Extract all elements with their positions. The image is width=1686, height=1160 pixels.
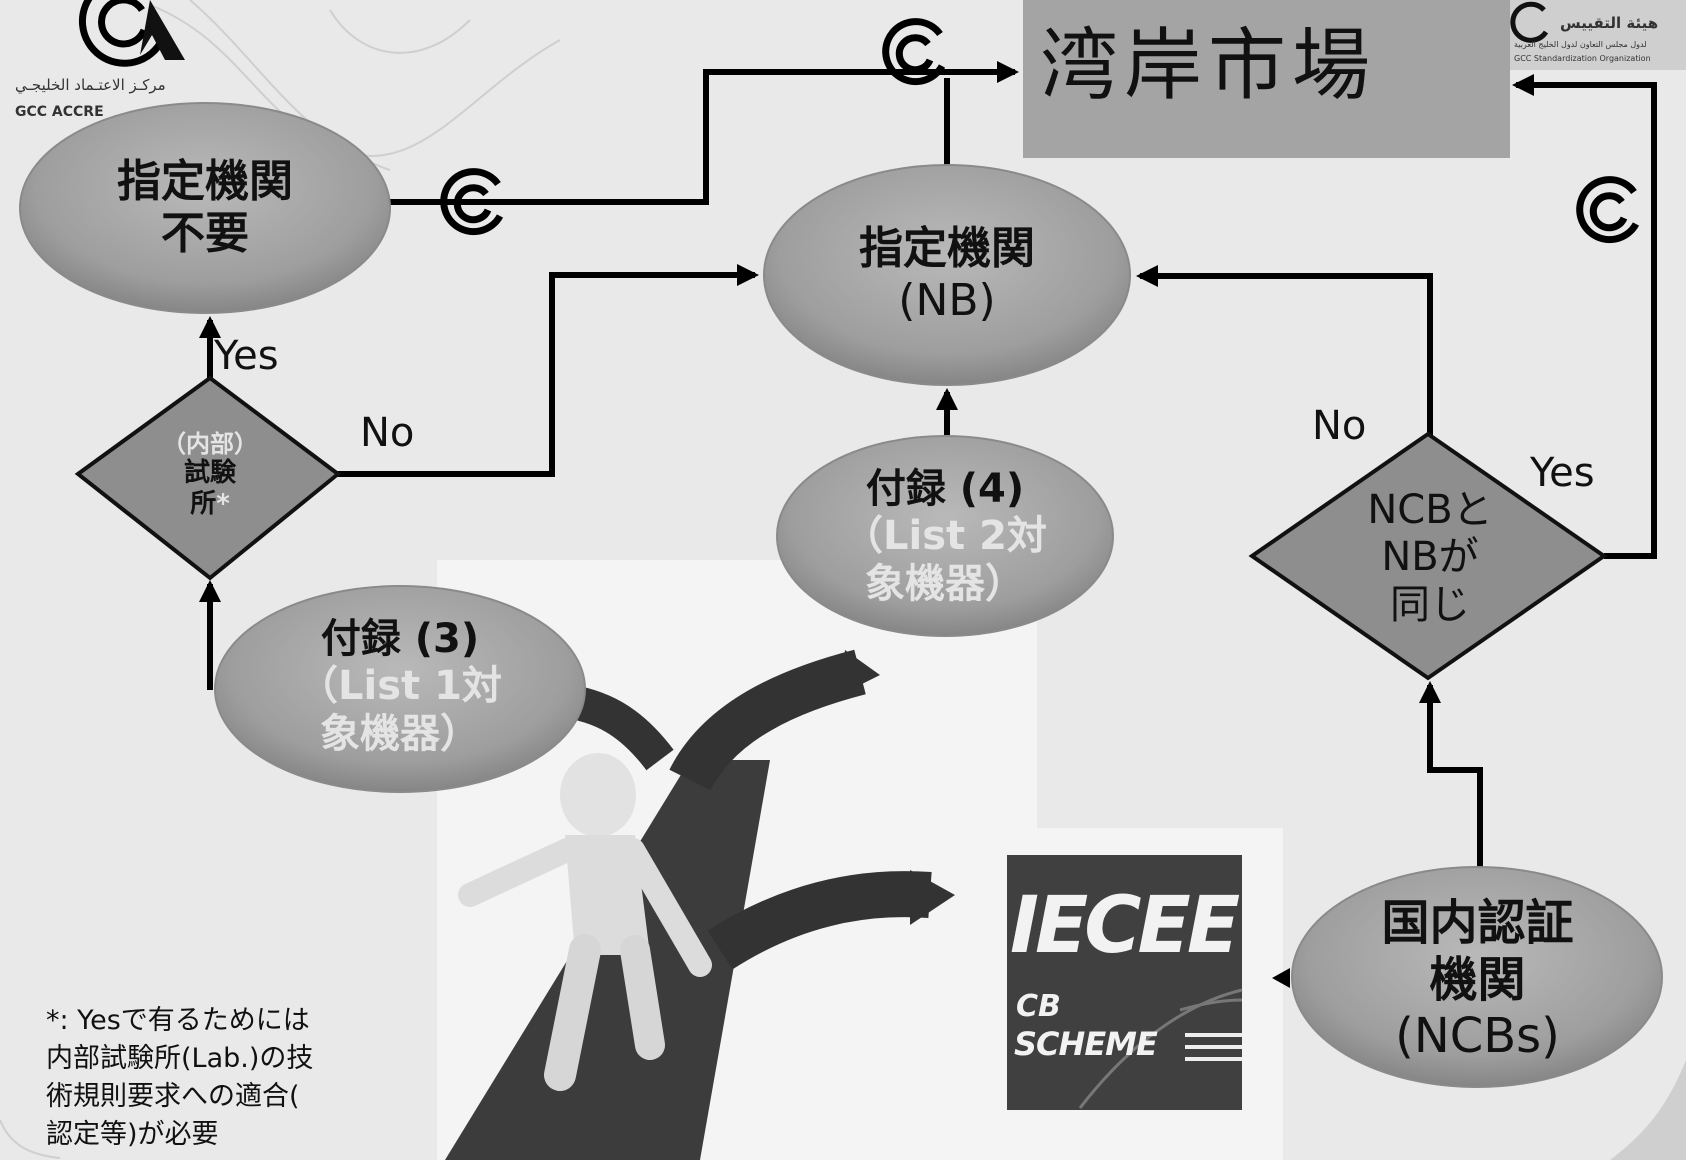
nb-not-required-line2: 不要 [161, 208, 249, 259]
ncbs-oval [1291, 866, 1663, 1088]
internal-lab-line3-wrap: 所* [190, 489, 230, 520]
gso-arabic-text: هيئة التقييس [1560, 14, 1659, 32]
ncbs-line2: 機関 [1429, 951, 1526, 1008]
iecee-scheme-lines [1185, 1033, 1242, 1061]
gulf-market-box [1023, 0, 1510, 158]
annex4-sub2: 象機器） [865, 560, 1025, 607]
internal-lab-line3: 所 [190, 489, 217, 520]
internal-lab-line1: （内部） [162, 430, 258, 459]
no-right-label: No [1312, 403, 1367, 449]
gac-arabic-text: مركـز الاعتـماد الخليجـي [15, 76, 166, 94]
swirl-icon [78, 0, 166, 67]
gso-swirl-marks [78, 0, 1640, 244]
internal-lab-asterisk: * [216, 489, 230, 520]
ncb-same-line2: NBが [1381, 534, 1479, 581]
yes-right-label: Yes [1530, 450, 1595, 496]
iecee-logo-decoration [1078, 988, 1243, 1109]
gac-logo-mark [140, 0, 185, 60]
gso-logo-icon [1510, 1, 1549, 43]
nb-line2: (NB) [898, 275, 996, 326]
ncbs-line1: 国内認証 [1381, 895, 1574, 952]
ncbs-label: 国内認証 機関 (NCBs) [1320, 885, 1635, 1075]
annex3-title: 付録 (3) [320, 616, 480, 663]
gulf-market-label: 湾岸市場 [1040, 21, 1377, 111]
iecee-title: IECEE [1010, 881, 1240, 971]
ncb-same-label: NCBと NBが 同じ [1330, 478, 1530, 638]
connectors [199, 61, 1657, 868]
footnote-line1: *: Yesで有るためには [46, 1005, 310, 1036]
gso-arabic-subtext: لدول مجلس التعاون لدول الخليج العربية [1514, 40, 1647, 49]
footnote: *: Yesで有るためには 内部試験所(Lab.)の技 術規則要求への適合( 認… [46, 1002, 313, 1154]
nb-label: 指定機関 (NB) [800, 215, 1094, 335]
footnote-line2: 内部試験所(Lab.)の技 [46, 1043, 314, 1074]
frame-corner [1610, 1060, 1686, 1160]
internal-lab-label: （内部） 試験 所* [140, 420, 280, 530]
yes-left-label: Yes [214, 333, 279, 379]
swirl-icon [1576, 176, 1640, 244]
annex4-oval [776, 435, 1114, 637]
footnote-line3: 術規則要求への適合( [46, 1081, 300, 1112]
internal-lab-line2: 試験 [183, 458, 236, 489]
ncb-same-line1: NCBと [1367, 487, 1493, 534]
iecee-logo-box [1007, 855, 1242, 1110]
ncb-same-line3: 同じ [1390, 581, 1470, 628]
gso-english-text: GCC Standardization Organization [1514, 54, 1651, 63]
nb-not-required-oval [19, 102, 391, 314]
iecee-cb: CB [1016, 989, 1061, 1024]
annex4-label: 付録 (4) （List 2対 象機器） [800, 452, 1090, 622]
swirl-icon [882, 18, 946, 86]
annex3-sub1: （List 1対 [298, 663, 502, 710]
annex4-sub1: （List 2対 [843, 513, 1047, 560]
ncbs-line3: (NCBs) [1395, 1008, 1560, 1065]
no-left-label: No [360, 410, 415, 456]
gac-english-text: GCC ACCRE [15, 104, 104, 120]
arrow-to-iecee [1272, 968, 1290, 988]
nb-not-required-line1: 指定機関 [117, 156, 293, 208]
ncb-same-diamond [1248, 431, 1608, 681]
internal-lab-diamond [74, 375, 342, 581]
annex4-title: 付録 (4) [865, 466, 1025, 513]
annex3-oval [214, 585, 586, 793]
footnote-line4: 認定等)が必要 [46, 1119, 219, 1150]
swirl-icon [440, 168, 504, 236]
gso-logo-box [1510, 0, 1686, 70]
iecee-scheme: SCHEME [1014, 1025, 1158, 1063]
annex3-label: 付録 (3) （List 1対 象機器） [255, 602, 545, 772]
nb-line1: 指定機関 [859, 223, 1035, 275]
nb-oval [763, 164, 1131, 386]
annex3-sub2: 象機器） [320, 710, 480, 757]
nb-not-required-label: 指定機関 不要 [60, 145, 350, 271]
